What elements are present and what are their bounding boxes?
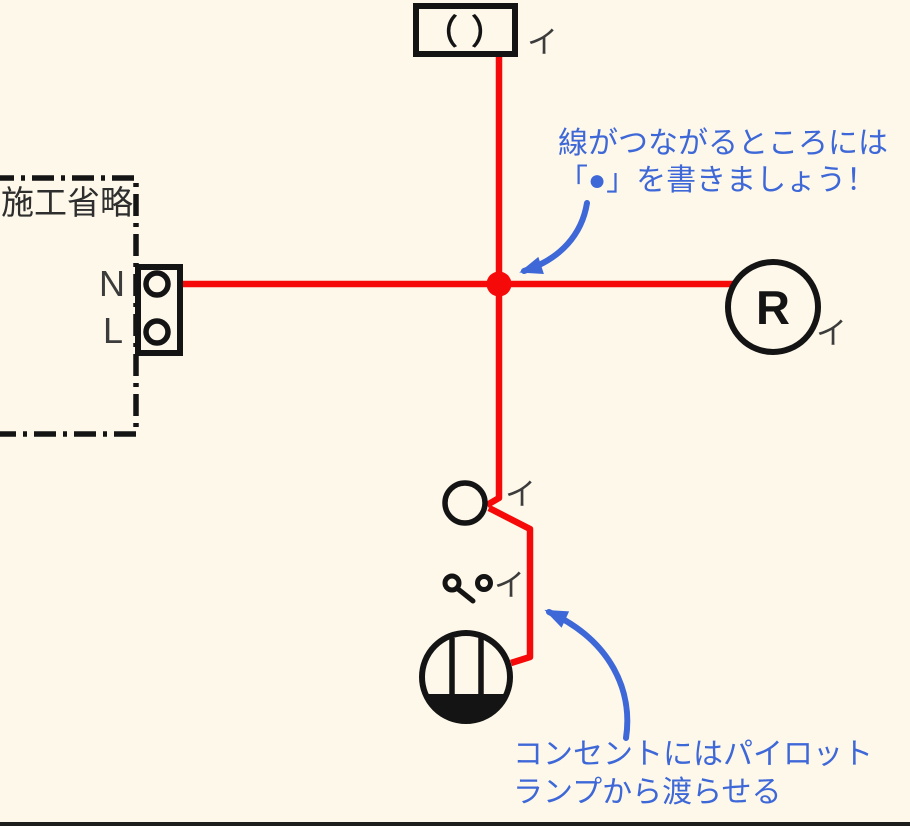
outlet-symbol	[419, 630, 513, 724]
switch-contact-circle	[442, 573, 462, 593]
junction-note-line2: 「●」を書きましょう！	[558, 164, 877, 197]
switch-symbol	[442, 573, 493, 604]
terminal-n-label: N	[99, 263, 125, 304]
switch-blade	[455, 586, 476, 604]
terminal-n-circle	[143, 270, 171, 298]
construction-omitted-label: 施工省略	[1, 184, 133, 221]
outlet-filled-chord	[425, 694, 507, 722]
outlet-blades	[449, 638, 484, 697]
outlet-note: コンセントにはパイロット ランプから渡らせる	[513, 736, 873, 812]
outlet-note-line1: コンセントにはパイロット	[513, 738, 873, 771]
ceiling-rosette-symbol	[413, 3, 518, 57]
lamp-receptacle-label: R	[756, 280, 790, 334]
junction-dot	[486, 271, 512, 297]
junction-note-line1: 線がつながるところには	[558, 127, 888, 160]
wire-pilot-to-outlet	[487, 505, 534, 667]
ceiling-rosette-circuit-mark: イ	[527, 25, 558, 60]
outlet-note-line2: ランプから渡らせる	[513, 776, 782, 809]
junction-note-arrow	[519, 200, 590, 274]
bottom-edge-bar	[0, 822, 910, 826]
terminal-l-circle	[143, 318, 171, 346]
junction-note: 線がつながるところには 「●」を書きましょう！	[558, 125, 888, 199]
pilot-lamp-circuit-mark: イ	[505, 477, 536, 512]
wire-ceiling-to-pilot	[485, 55, 503, 508]
ceiling-rosette-label: （ ）	[423, 14, 508, 52]
lamp-receptacle-symbol	[725, 259, 821, 355]
terminal-l-label: L	[103, 310, 124, 351]
pilot-lamp-symbol	[442, 480, 488, 526]
outlet-note-arrow	[544, 609, 631, 741]
lamp-receptacle-circuit-mark: イ	[816, 316, 847, 351]
switch-terminal-circle	[475, 574, 493, 592]
switch-circuit-mark: イ	[494, 568, 525, 603]
